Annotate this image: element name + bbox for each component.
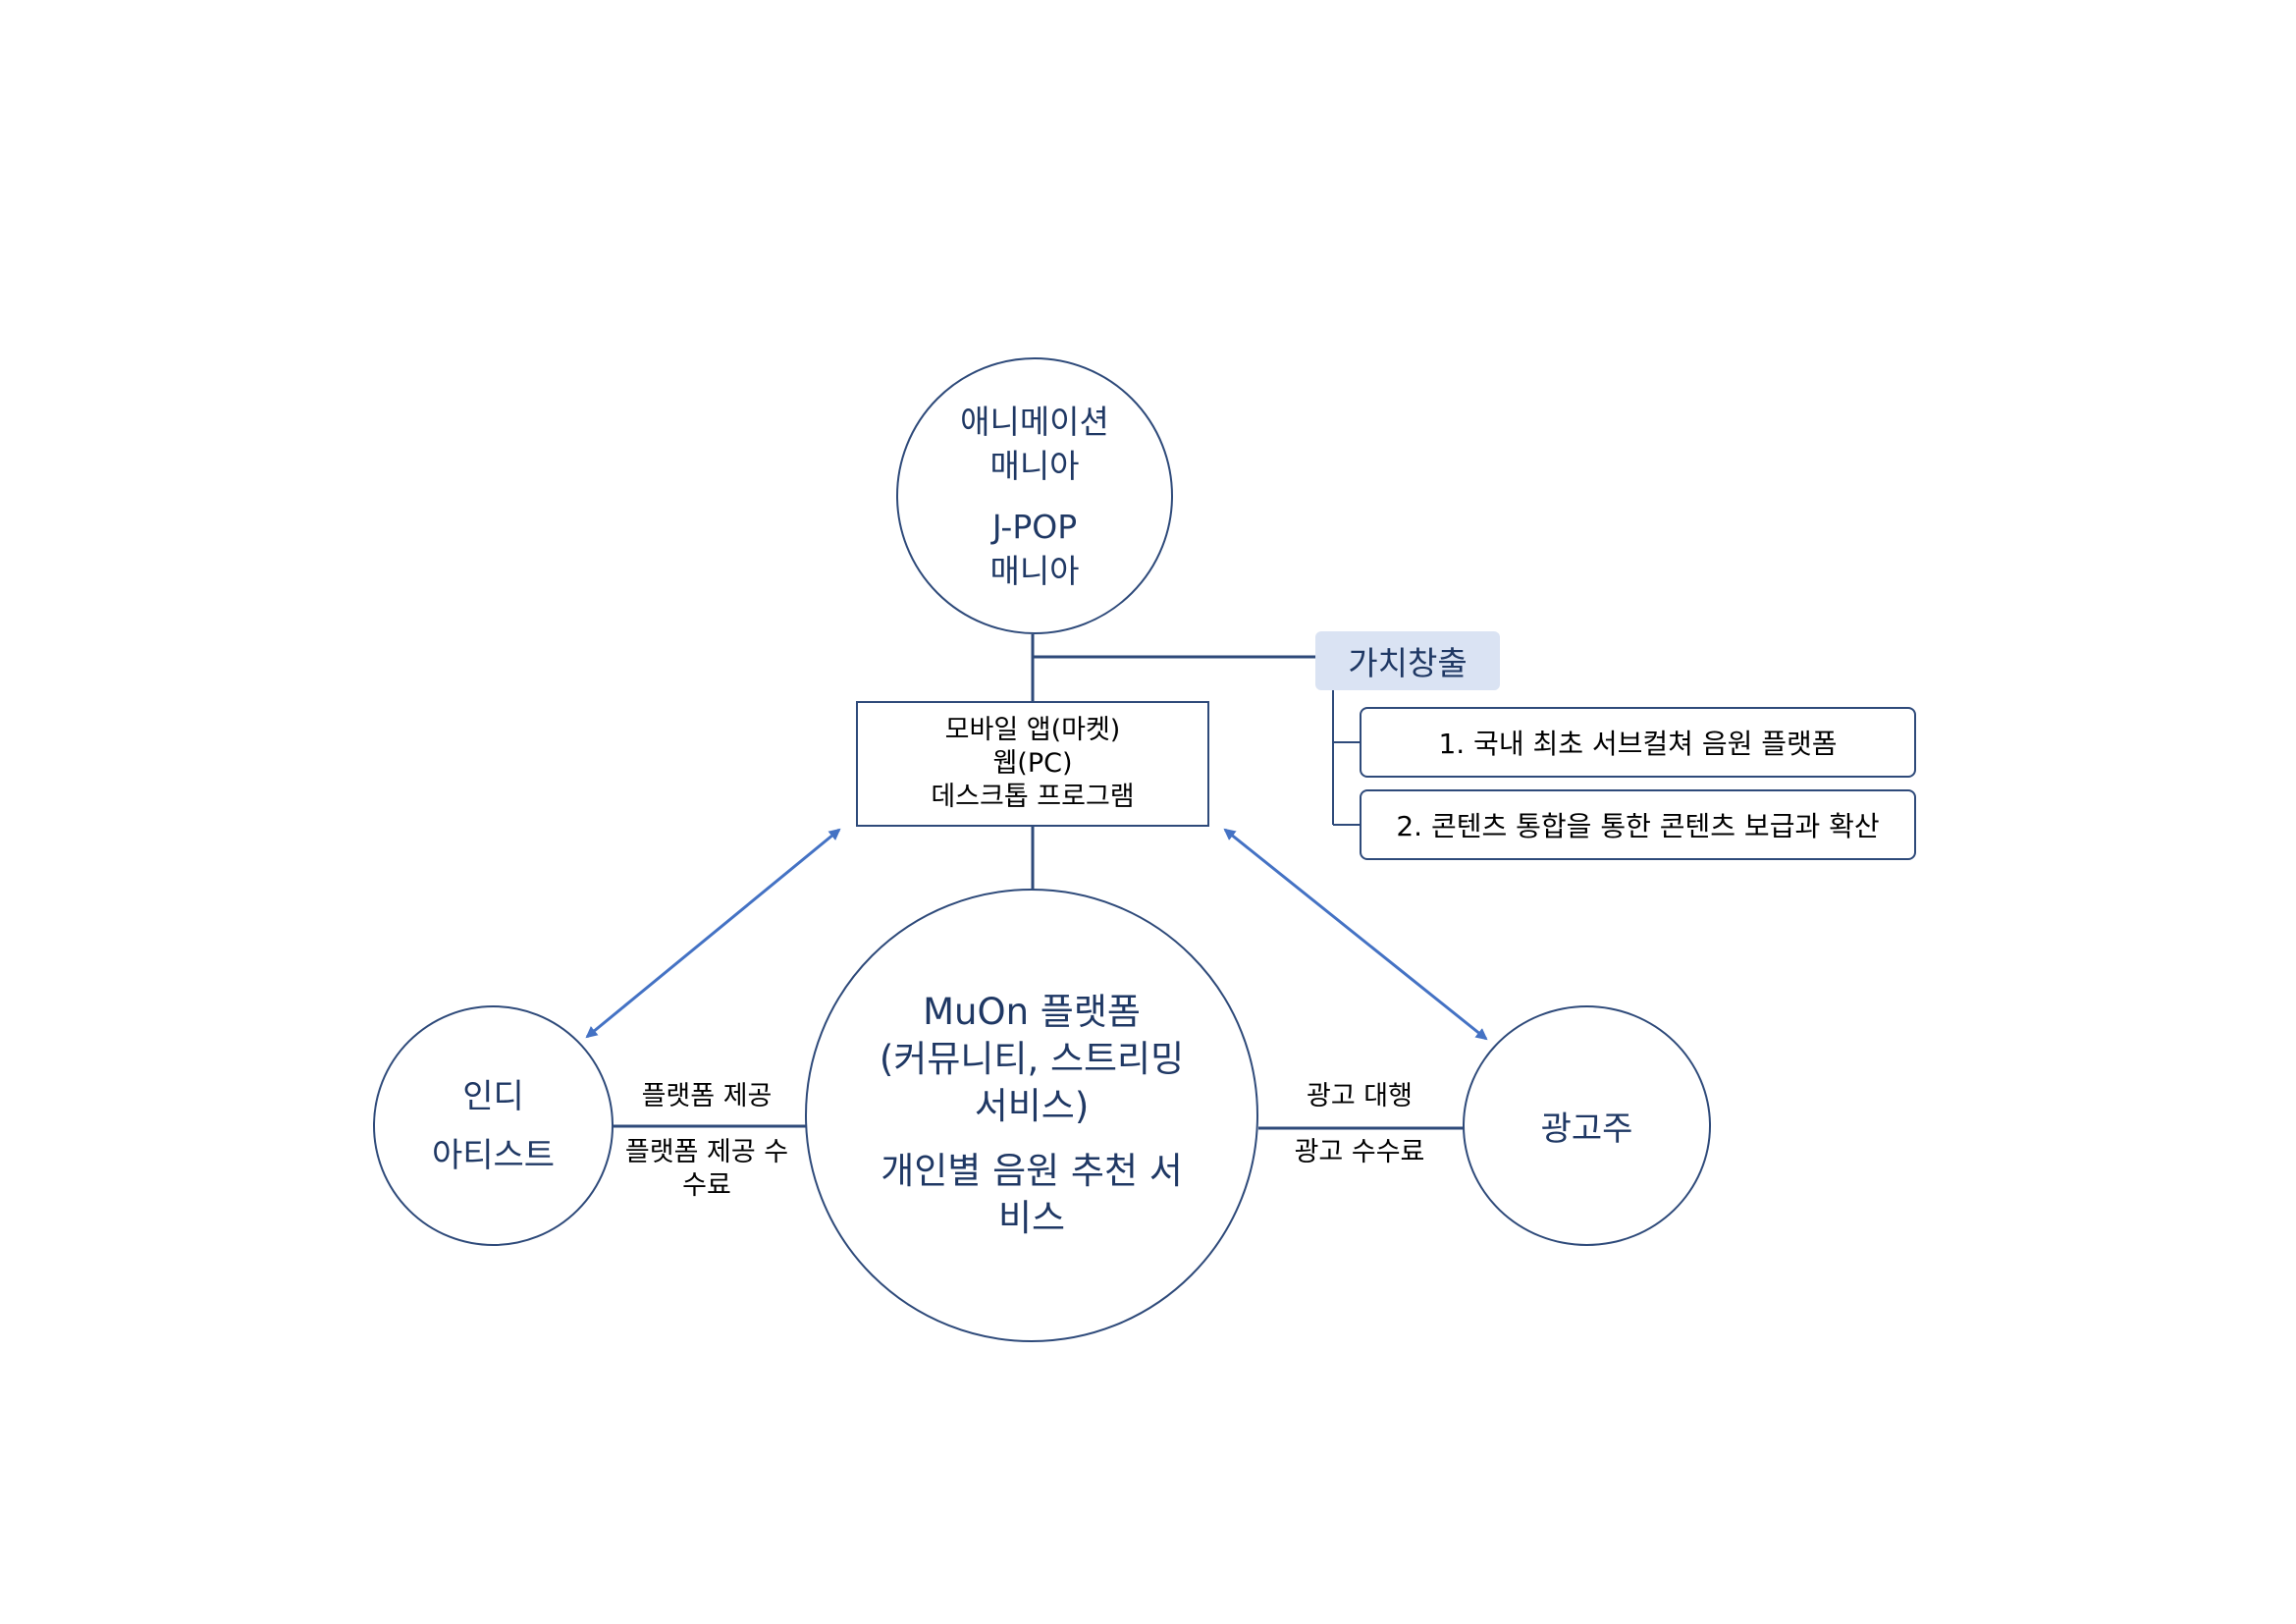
edge-label-ad-fee: 광고 수수료	[1294, 1137, 1425, 1167]
value-creation-label: 가치창출	[1315, 631, 1500, 690]
muon-platform-circle: MuOn 플랫폼 (커뮤니티, 스트리밍 서비스) 개인별 음원 추천 서 비스	[805, 889, 1258, 1342]
fan-segment-line-3: J-POP	[991, 507, 1078, 546]
edge-label-platform-provide: 플랫폼 제공	[641, 1081, 773, 1111]
channels-box: 모바일 앱(마켓) 웹(PC) 데스크톱 프로그램	[856, 701, 1209, 827]
fan-segment-line-2: 매니아	[989, 446, 1080, 485]
arrow-advertiser-channels	[1223, 828, 1488, 1041]
muon-line-1: MuOn 플랫폼	[923, 991, 1141, 1033]
channels-line-1: 모바일 앱(마켓)	[944, 715, 1121, 745]
fan-segment-circle: 애니메이션 매니아 J-POP 매니아	[896, 357, 1173, 634]
edge-label-ad-agency: 광고 대행	[1307, 1081, 1413, 1111]
indie-artist-line-2: 아티스트	[431, 1135, 556, 1175]
fan-segment-line-1: 애니메이션	[960, 402, 1109, 441]
value-item-2: 2. 콘텐츠 통합을 통한 콘텐츠 보급과 확산	[1360, 789, 1916, 860]
platform-fee-line-1: 플랫폼 제공 수	[624, 1137, 789, 1167]
advertiser-label: 광고주	[1540, 1110, 1633, 1149]
muon-line-4: 개인별 음원 추천 서	[881, 1150, 1183, 1192]
channels-line-3: 데스크톱 프로그램	[931, 782, 1135, 812]
edge-label-platform-fee: 플랫폼 제공 수 수료	[609, 1136, 805, 1203]
advertiser-circle: 광고주	[1463, 1005, 1711, 1246]
fan-segment-line-4: 매니아	[989, 551, 1080, 590]
arrow-indie-channels	[585, 828, 841, 1039]
channels-line-2: 웹(PC)	[992, 748, 1073, 779]
muon-line-5: 비스	[997, 1197, 1066, 1239]
muon-line-2: (커뮤니티, 스트리밍	[879, 1038, 1185, 1080]
platform-fee-line-2: 수료	[682, 1170, 731, 1201]
indie-artist-circle: 인디 아티스트	[373, 1005, 614, 1246]
value-item-1: 1. 국내 최초 서브컬쳐 음원 플랫폼	[1360, 707, 1916, 778]
indie-artist-line-1: 인디	[462, 1076, 524, 1116]
muon-line-3: 서비스)	[974, 1085, 1090, 1127]
